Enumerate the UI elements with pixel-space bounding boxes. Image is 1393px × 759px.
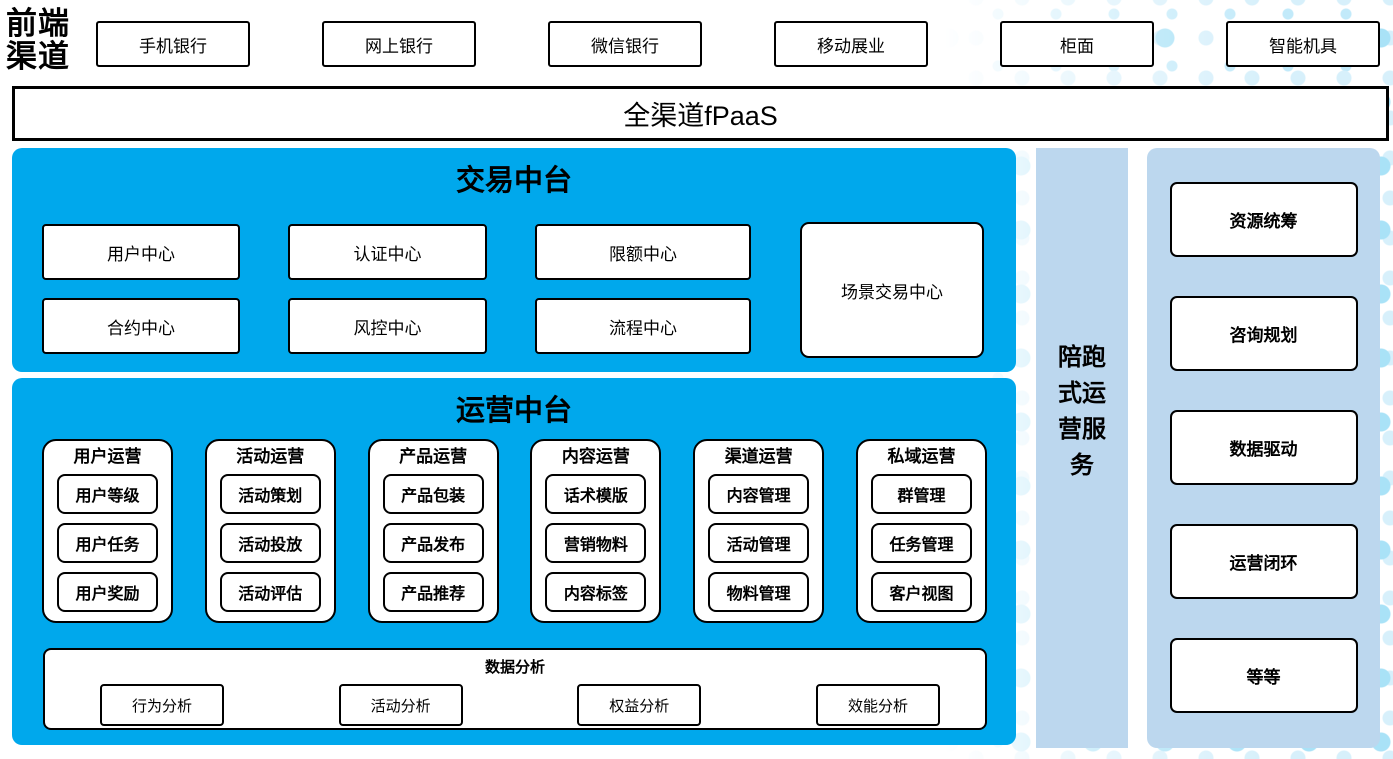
operation-item-box: 内容标签: [545, 572, 647, 612]
data-analysis-items-row: 行为分析 活动分析 权益分析 效能分析: [45, 677, 985, 726]
analysis-item-box: 权益分析: [577, 684, 702, 726]
channel-box: 柜面: [1000, 21, 1154, 67]
operation-column: 产品运营产品包装产品发布产品推荐: [367, 439, 499, 623]
operation-item-box: 产品推荐: [382, 572, 484, 612]
operation-item-box: 产品发布: [382, 523, 484, 563]
accompanying-operation-service-label: 陪跑式运营服务: [1058, 344, 1106, 479]
accompanying-operation-service-bar: 陪跑式运营服务: [1036, 148, 1128, 748]
transaction-center-box: 用户中心: [42, 224, 240, 280]
operation-column-title: 活动运营: [236, 447, 305, 466]
operation-item-box: 活动评估: [219, 572, 321, 612]
scenario-transaction-center-box: 场景交易中心: [800, 222, 984, 358]
operation-item-box: 产品包装: [382, 474, 484, 514]
transaction-center-box: 认证中心: [288, 224, 487, 280]
operation-platform-block: 运营中台 用户运营用户等级用户任务用户奖励活动运营活动策划活动投放活动评估产品运…: [12, 378, 1016, 745]
analysis-item-box: 效能分析: [815, 684, 940, 726]
operation-column-title: 私域运营: [887, 447, 956, 466]
channel-box: 微信银行: [548, 21, 702, 67]
operation-column-title: 用户运营: [73, 447, 142, 466]
operation-item-box: 活动投放: [219, 523, 321, 563]
operation-item-box: 营销物料: [545, 523, 647, 563]
operation-item-box: 用户等级: [57, 474, 158, 514]
operation-platform-title: 运营中台: [455, 393, 572, 427]
operation-column: 用户运营用户等级用户任务用户奖励: [42, 439, 173, 623]
service-item-box: 资源统筹: [1169, 182, 1358, 257]
operation-item-box: 客户视图: [870, 572, 972, 612]
transaction-center-box: 风控中心: [288, 298, 487, 354]
analysis-item-box: 活动分析: [338, 684, 463, 726]
service-item-box: 数据驱动: [1169, 410, 1358, 485]
data-analysis-title: 数据分析: [484, 659, 545, 676]
service-items-panel: 资源统筹咨询规划数据驱动运营闭环等等: [1147, 148, 1380, 748]
operation-item-box: 群管理: [870, 474, 972, 514]
operation-column: 内容运营话术模版营销物料内容标签: [530, 439, 662, 623]
service-item-box: 咨询规划: [1169, 296, 1358, 371]
channel-box: 智能机具: [1226, 21, 1380, 67]
operation-item-box: 用户任务: [57, 523, 158, 563]
transaction-center-box: 流程中心: [535, 298, 751, 354]
operation-columns-row: 用户运营用户等级用户任务用户奖励活动运营活动策划活动投放活动评估产品运营产品包装…: [42, 439, 987, 623]
data-analysis-panel: 数据分析 行为分析 活动分析 权益分析 效能分析: [43, 648, 987, 730]
fpaas-bar: 全渠道fPaaS: [12, 86, 1389, 141]
transaction-platform-block: 交易中台 用户中心认证中心限额中心合约中心风控中心流程中心 场景交易中心: [12, 148, 1016, 372]
channel-box: 手机银行: [96, 21, 250, 67]
operation-column-title: 内容运营: [561, 447, 630, 466]
operation-column-title: 产品运营: [399, 447, 468, 466]
channel-box: 网上银行: [322, 21, 476, 67]
transaction-centers-grid: 用户中心认证中心限额中心合约中心风控中心流程中心: [42, 224, 751, 354]
service-item-box: 等等: [1169, 638, 1358, 713]
transaction-platform-title: 交易中台: [455, 163, 572, 197]
channel-box: 移动展业: [774, 21, 928, 67]
operation-item-box: 话术模版: [545, 474, 647, 514]
operation-item-box: 任务管理: [870, 523, 972, 563]
operation-column: 活动运营活动策划活动投放活动评估: [204, 439, 336, 623]
analysis-item-box: 行为分析: [100, 684, 224, 726]
frontend-channels-row: 手机银行 网上银行 微信银行 移动展业 柜面 智能机具: [96, 21, 1380, 67]
operation-item-box: 活动管理: [708, 523, 810, 563]
operation-item-box: 活动策划: [219, 474, 321, 514]
transaction-center-box: 限额中心: [535, 224, 751, 280]
operation-column: 私域运营群管理任务管理客户视图: [855, 439, 987, 623]
frontend-channels-label: 前端渠道: [6, 6, 70, 75]
operation-column: 渠道运营内容管理活动管理物料管理: [693, 439, 825, 623]
operation-item-box: 物料管理: [708, 572, 810, 612]
operation-item-box: 用户奖励: [57, 572, 158, 612]
operation-column-title: 渠道运营: [724, 447, 793, 466]
operation-item-box: 内容管理: [708, 474, 810, 514]
service-item-box: 运营闭环: [1169, 524, 1358, 599]
transaction-center-box: 合约中心: [42, 298, 240, 354]
